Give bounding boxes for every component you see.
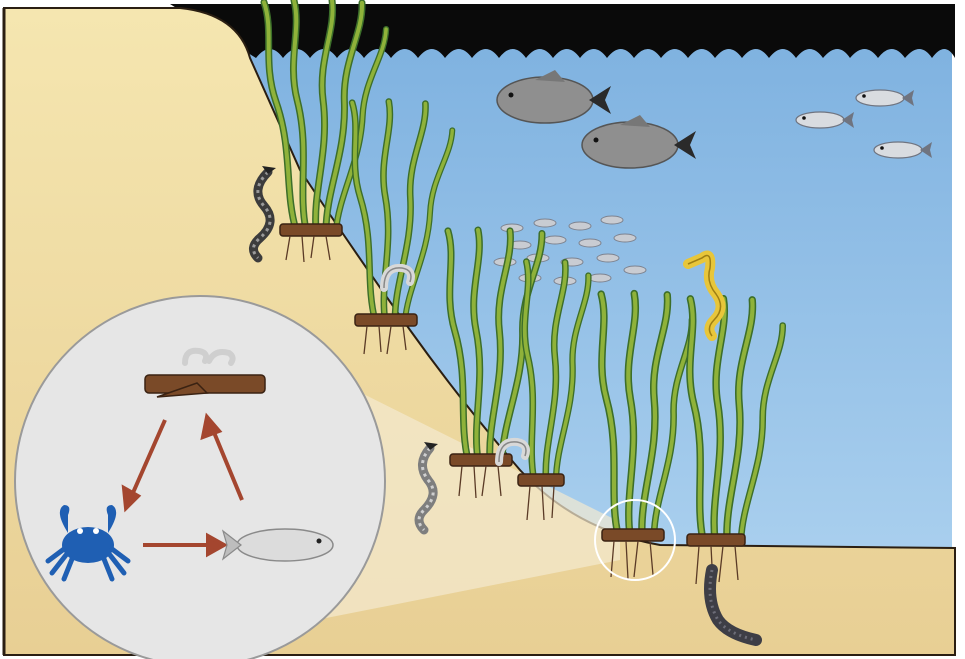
seagrass-ecosystem-diagram [0,0,965,659]
